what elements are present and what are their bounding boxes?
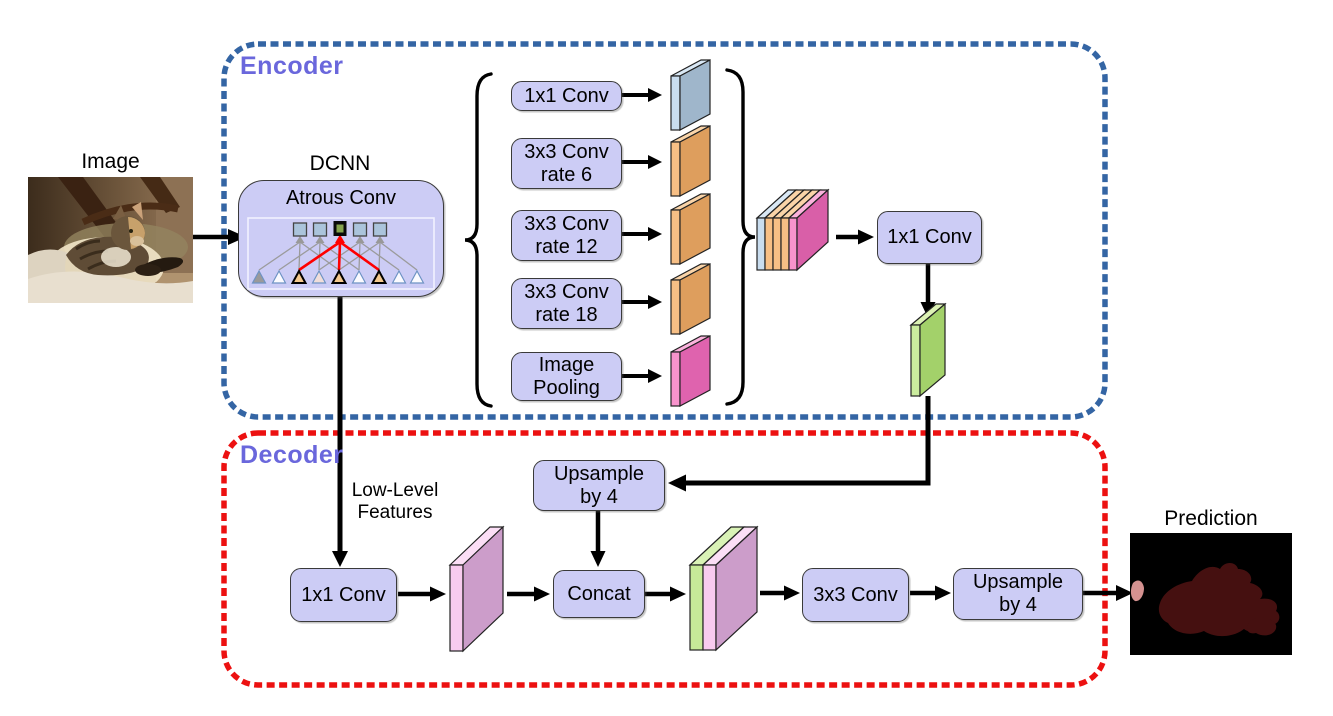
arrow-upsample-to-prediction — [1083, 585, 1133, 601]
aspp-rate12-box: 3x3 Conv rate 12 — [511, 210, 622, 261]
arrow-green-map-to-upsample — [668, 396, 931, 492]
dcnn-label: DCNN — [309, 152, 371, 175]
arrow-conv3x3-to-upsample — [910, 585, 951, 601]
arrow-dcnn-to-decoder-conv — [332, 296, 348, 567]
arrow-map-to-concat — [507, 586, 550, 602]
atrous-conv-diagram — [247, 217, 435, 290]
feature-map-pink-pooling — [670, 335, 711, 407]
encoder-title: Encoder — [240, 52, 344, 80]
arrow-aspp-rate18-to-map — [622, 295, 662, 309]
arrow-upsample-to-concat — [590, 509, 606, 567]
segmentation-mask-art — [1130, 533, 1292, 655]
decoder-title: Decoder — [240, 441, 344, 469]
arrow-aspp-rate12-to-map — [622, 227, 662, 241]
arrow-stack-to-projection — [836, 229, 874, 245]
decoder-concat-stack — [688, 525, 759, 652]
prediction-image — [1130, 533, 1292, 655]
decoder-upsample-out-box: Upsample by 4 — [953, 568, 1083, 620]
arrow-concat-to-stack — [645, 586, 686, 602]
prediction-label: Prediction — [1164, 507, 1258, 530]
decoder-conv3x3-box: 3x3 Conv — [802, 568, 909, 622]
cat-mask-blob — [1158, 563, 1280, 637]
feature-map-orange-rate18 — [670, 263, 711, 335]
encoder-projection-conv-box: 1x1 Conv — [877, 211, 982, 264]
cat-photo-art — [28, 177, 193, 303]
feature-map-blue — [670, 59, 711, 131]
decoder-concat-box: Concat — [553, 570, 645, 618]
aspp-rate6-box: 3x3 Conv rate 6 — [511, 138, 622, 189]
decoder-conv1x1-box: 1x1 Conv — [290, 568, 397, 622]
low-level-features-label: Low-Level Features — [351, 480, 439, 523]
feature-map-lowlevel-pink — [448, 525, 505, 653]
arrow-stack-to-conv3x3 — [760, 585, 800, 601]
left-curly-brace — [464, 72, 493, 408]
mask-accent-blob — [1130, 580, 1144, 602]
arrow-aspp-1x1-to-map — [622, 88, 662, 102]
arrow-image-to-encoder — [193, 229, 246, 245]
feature-map-orange-rate12 — [670, 193, 711, 265]
arrow-image-pooling-to-map — [622, 369, 662, 383]
encoder-dashed-frame — [221, 41, 1108, 420]
aspp-conv1x1-box: 1x1 Conv — [511, 81, 622, 111]
input-photo — [28, 177, 193, 303]
decoder-upsample-in-box: Upsample by 4 — [533, 460, 665, 511]
arrow-aspp-rate6-to-map — [622, 155, 662, 169]
input-image-label: Image — [81, 150, 140, 173]
dcnn-box: Atrous Conv — [238, 180, 444, 297]
aspp-rate18-box: 3x3 Conv rate 18 — [511, 278, 622, 329]
aspp-image-pooling-box: Image Pooling — [511, 352, 622, 401]
feature-map-orange-rate6 — [670, 125, 711, 197]
arrow-conv1x1-to-map — [398, 586, 446, 602]
concatenated-feature-stack — [755, 188, 830, 272]
decoder-dashed-frame — [221, 430, 1108, 688]
atrous-conv-label: Atrous Conv — [285, 187, 397, 209]
right-curly-brace — [725, 68, 756, 406]
feature-map-green — [909, 302, 947, 398]
